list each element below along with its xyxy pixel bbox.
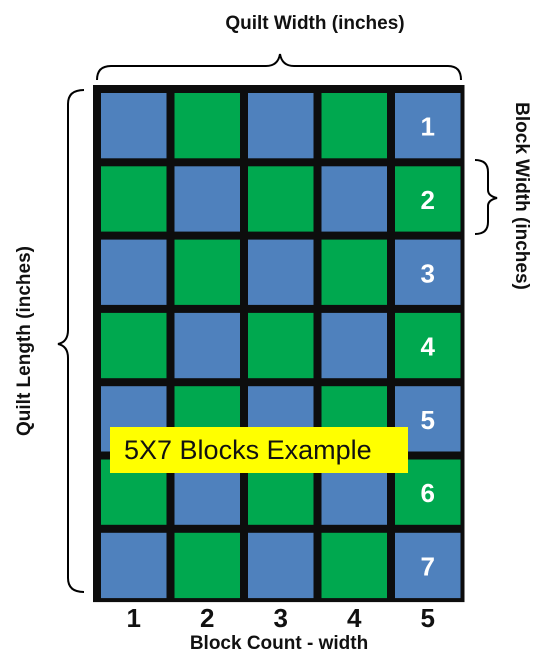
right-brace <box>474 159 498 235</box>
quilt-block <box>321 312 387 379</box>
row-number: 7 <box>421 551 435 581</box>
block-grid: 1 2 3 4 5 6 7 <box>93 85 465 603</box>
column-number: 2 <box>200 603 214 633</box>
quilt-block <box>101 93 167 159</box>
example-banner: 5X7 Blocks Example <box>110 427 408 473</box>
quilt-block <box>321 93 387 159</box>
row-number: 2 <box>421 185 435 215</box>
row-number: 1 <box>421 112 435 142</box>
quilt-block <box>174 312 240 379</box>
row-number: 6 <box>421 478 435 508</box>
quilt-block <box>101 312 167 379</box>
column-numbers: 1 2 3 4 5 <box>127 603 435 633</box>
quilt-width-label: Quilt Width (inches) <box>225 13 404 34</box>
quilt-block <box>248 532 314 599</box>
row-number: 5 <box>421 405 435 435</box>
row-number: 4 <box>421 332 436 362</box>
column-number: 3 <box>274 603 288 633</box>
quilt-block <box>248 93 314 159</box>
quilt-block <box>395 93 461 159</box>
left-brace <box>57 89 85 593</box>
quilt-block <box>395 239 461 305</box>
block-count-label: Block Count - width <box>190 633 368 654</box>
quilt-block <box>101 239 167 305</box>
column-number: 1 <box>127 603 141 633</box>
quilt-block <box>174 166 240 232</box>
quilt-block <box>321 239 387 305</box>
quilt-block <box>101 166 167 232</box>
column-number: 5 <box>421 603 435 633</box>
quilt-block <box>395 532 461 599</box>
top-brace <box>96 53 462 81</box>
quilt-block <box>321 166 387 232</box>
row-number: 3 <box>421 258 435 288</box>
quilt-block <box>248 239 314 305</box>
block-width-label: Block Width (inches) <box>511 102 532 290</box>
column-number: 4 <box>347 603 362 633</box>
quilt-block <box>248 166 314 232</box>
quilt-block <box>395 312 461 379</box>
quilt-block <box>174 239 240 305</box>
quilt-block <box>101 532 167 599</box>
quilt-block <box>174 532 240 599</box>
quilt-length-label: Quilt Length (inches) <box>14 246 35 436</box>
quilt-block <box>321 532 387 599</box>
quilt-block <box>248 312 314 379</box>
quilt-block <box>395 166 461 232</box>
quilt-block <box>174 93 240 159</box>
